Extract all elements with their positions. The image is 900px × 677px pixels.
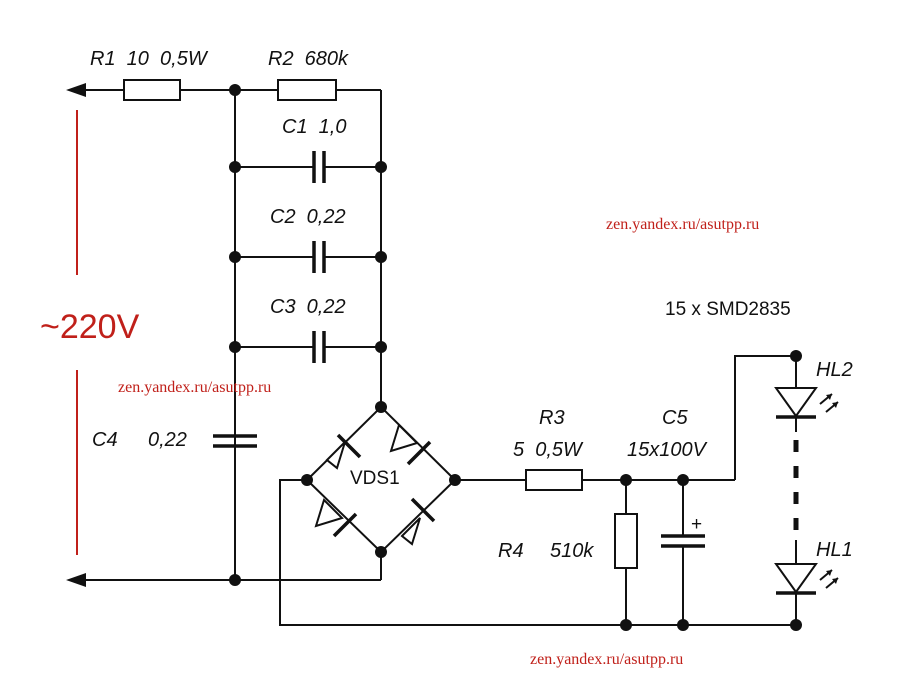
r2-label: R2 680k	[268, 48, 349, 70]
resistor-r4	[614, 480, 638, 625]
resistor-r3	[525, 469, 583, 491]
bottom-input-arrow-icon	[66, 573, 86, 587]
resistor-r2	[277, 79, 337, 101]
r4-value-label: 510k	[550, 540, 594, 562]
output-negative-rail	[279, 479, 796, 626]
input-bottom-line	[66, 552, 382, 587]
junction-dots	[229, 84, 802, 631]
voltage-label: ~220V	[40, 308, 140, 346]
diode-bottom-right-icon	[400, 497, 436, 546]
junction-dot	[375, 161, 387, 173]
junction-dot	[229, 341, 241, 353]
r4-label: R4	[498, 540, 524, 562]
diode-top-left-icon	[325, 433, 362, 470]
r3-label: R3	[539, 407, 565, 429]
c4-value-label: 0,22	[148, 429, 187, 451]
junction-dot	[677, 474, 689, 486]
led-hl2-icon	[774, 387, 839, 419]
junction-dot	[620, 619, 632, 631]
junction-dot	[790, 350, 802, 362]
junction-dot	[301, 474, 313, 486]
c5-value-label: 15x100V	[627, 439, 708, 461]
mains-voltage-indicator: ~220V	[40, 110, 140, 555]
capacitor-c5: +	[661, 480, 705, 625]
junction-dot	[375, 251, 387, 263]
c4-label: C4	[92, 429, 118, 451]
watermark-left: zen.yandex.ru/asutpp.ru	[118, 379, 271, 396]
capacitor-c1	[235, 151, 381, 183]
led-hl1-icon	[774, 563, 839, 595]
hl1-label: HL1	[816, 539, 853, 561]
watermark-right: zen.yandex.ru/asutpp.ru	[606, 216, 759, 233]
capacitor-c3	[235, 331, 381, 363]
junction-dot	[229, 251, 241, 263]
bridge-rectifier-vds1: VDS1	[305, 405, 457, 554]
junction-dot	[677, 619, 689, 631]
r3-value-label: 5 0,5W	[513, 439, 584, 461]
diode-bottom-left-icon	[314, 498, 358, 538]
c5-polarity-label: +	[691, 514, 702, 535]
c2-label: C2 0,22	[270, 206, 346, 228]
r1-label: R1 10 0,5W	[90, 48, 209, 70]
junction-dot	[620, 474, 632, 486]
junction-dot	[229, 574, 241, 586]
capacitor-c2	[235, 241, 381, 273]
junction-dot	[790, 619, 802, 631]
hl2-label: HL2	[816, 359, 853, 381]
c1-label: C1 1,0	[282, 116, 346, 138]
capacitor-c4	[213, 434, 257, 448]
junction-dot	[375, 341, 387, 353]
led-count-label: 15 x SMD2835	[665, 299, 791, 320]
c5-label: C5	[662, 407, 688, 429]
resistor-r1	[123, 79, 181, 101]
input-top-line	[66, 79, 381, 101]
junction-dot	[375, 546, 387, 558]
output-positive-line	[455, 355, 796, 491]
diode-top-right-icon	[389, 423, 432, 466]
junction-dot	[375, 401, 387, 413]
junction-dot	[229, 84, 241, 96]
watermark-bottom: zen.yandex.ru/asutpp.ru	[530, 651, 683, 668]
vds1-label: VDS1	[350, 468, 400, 489]
c3-label: C3 0,22	[270, 296, 346, 318]
top-input-arrow-icon	[66, 83, 86, 97]
junction-dot	[449, 474, 461, 486]
led-string	[774, 356, 839, 625]
junction-dot	[229, 161, 241, 173]
